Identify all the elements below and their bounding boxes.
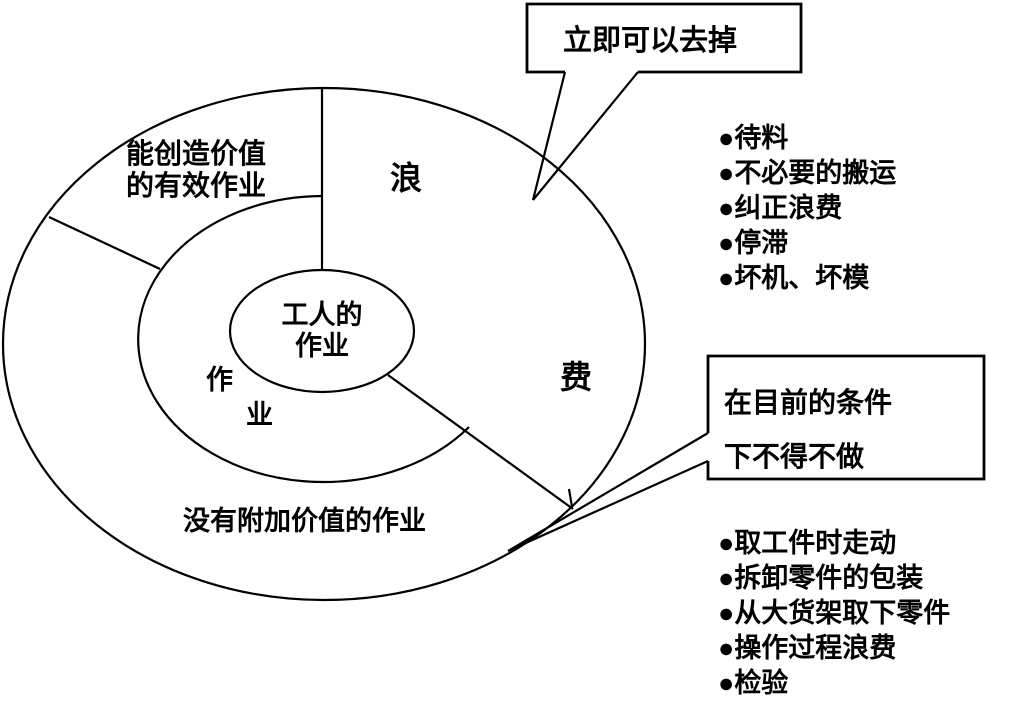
worker-operation-label: 工人的 作业 — [247, 300, 397, 362]
list-item: ●不必要的搬运 — [718, 156, 896, 191]
callout-necessary-line-2: 下不得不做 — [724, 442, 865, 473]
ring-char-ye: 业 — [246, 400, 273, 430]
list-item: ●停滞 — [718, 226, 896, 261]
bullet-icon: ● — [718, 158, 735, 188]
list-item-label: 取工件时走动 — [734, 528, 897, 558]
worker-operation-line-1: 工人的 — [281, 300, 363, 330]
list-item: ●纠正浪费 — [718, 191, 896, 226]
callout-necessary-tail — [507, 432, 709, 553]
diagonal-divider-line — [387, 374, 574, 510]
callout-immediate-tail — [531, 71, 639, 201]
bullet-icon: ● — [718, 563, 735, 593]
waste-char-top: 浪 — [390, 160, 423, 196]
list-item: ●待料 — [718, 121, 896, 156]
list-item: ●取工件时走动 — [718, 526, 950, 561]
necessary-waste-list: ●取工件时走动 ●拆卸零件的包装 ●从大货架取下零件 ●操作过程浪费 ●检验 — [718, 526, 950, 701]
bullet-icon: ● — [718, 528, 735, 558]
value-work-sector-label: 能创造价值 的有效作业 — [110, 139, 282, 203]
list-item-label: 坏机、坏模 — [734, 263, 870, 293]
value-work-line-1: 能创造价值 — [125, 139, 266, 170]
list-item-label: 检验 — [734, 668, 789, 698]
bullet-icon: ● — [718, 228, 735, 258]
bullet-icon: ● — [718, 193, 735, 223]
value-work-line-2: 的有效作业 — [125, 171, 266, 202]
worker-operation-line-2: 作业 — [295, 331, 349, 361]
bullet-icon: ● — [718, 668, 735, 698]
list-item-label: 从大货架取下零件 — [734, 598, 951, 628]
no-added-value-label: 没有附加价值的作业 — [183, 506, 426, 536]
callout-necessary-line-1: 在目前的条件 — [724, 388, 893, 419]
list-item: ●操作过程浪费 — [718, 631, 950, 666]
diagonal-end-tick — [567, 488, 574, 508]
list-item: ●检验 — [718, 666, 950, 701]
callout-immediate-line: 立即可以去掉 — [562, 25, 737, 57]
bullet-icon: ● — [718, 598, 735, 628]
callout-necessary-text: 在目前的条件 下不得不做 — [708, 356, 984, 485]
ring-char-zuo: 作 — [206, 365, 233, 395]
callout-immediate-border — [525, 2, 803, 74]
list-item-label: 拆卸零件的包装 — [734, 563, 924, 593]
waste-char-right: 费 — [560, 359, 593, 395]
bullet-icon: ● — [718, 633, 735, 663]
list-item-label: 操作过程浪费 — [734, 633, 897, 663]
list-item-label: 停滞 — [734, 228, 789, 258]
bullet-icon: ● — [718, 263, 735, 293]
middle-ring-arc — [137, 194, 470, 484]
left-divider-line — [48, 216, 161, 270]
list-item-label: 纠正浪费 — [734, 193, 843, 223]
list-item-label: 待料 — [734, 123, 789, 153]
list-item: ●从大货架取下零件 — [718, 596, 950, 631]
callout-necessary-border — [706, 354, 986, 481]
outer-ellipse — [1, 86, 647, 602]
bullet-icon: ● — [718, 123, 735, 153]
list-item: ●坏机、坏模 — [718, 261, 896, 296]
immediate-waste-list: ●待料 ●不必要的搬运 ●纠正浪费 ●停滞 ●坏机、坏模 — [718, 121, 896, 296]
list-item: ●拆卸零件的包装 — [718, 561, 950, 596]
list-item-label: 不必要的搬运 — [734, 158, 897, 188]
callout-immediate-text: 立即可以去掉 — [527, 4, 801, 72]
